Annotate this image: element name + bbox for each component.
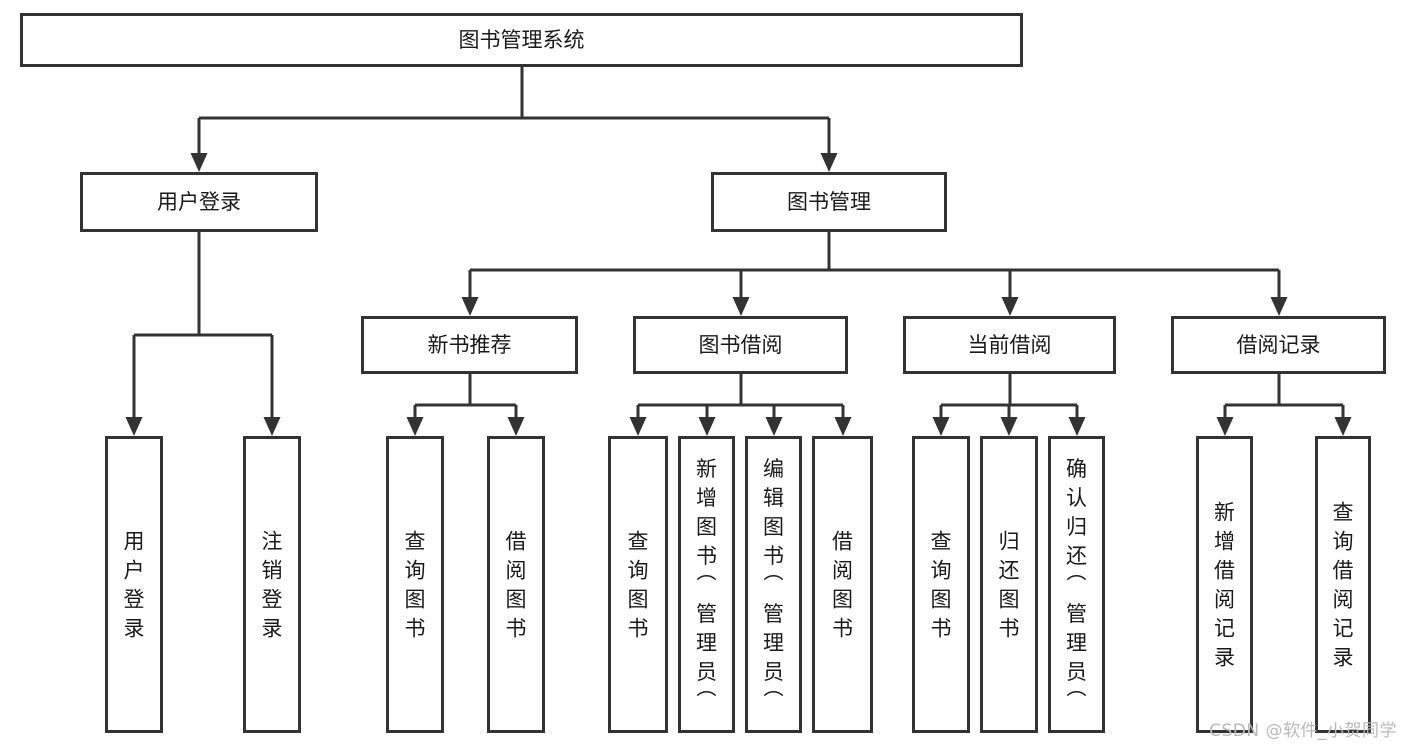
- node-label: 注销登录: [262, 530, 283, 641]
- node-box: [80, 172, 318, 232]
- node-label: 图书借阅: [699, 333, 783, 357]
- node-label: 用户登录: [157, 190, 241, 214]
- node-box: [711, 172, 947, 232]
- node-box: [980, 436, 1038, 733]
- node-box: [812, 436, 873, 733]
- connector-layer: [125, 67, 1352, 436]
- node-box: [105, 436, 163, 733]
- node-box: [903, 316, 1116, 374]
- node-label: 新增图书⌒管理员⌒: [696, 457, 717, 713]
- node-leaf-cur-3[interactable]: 确认归还⌒管理员⌒: [1048, 436, 1105, 733]
- node-box: [1196, 436, 1253, 733]
- node-box: [361, 316, 578, 374]
- node-leaf-login-2[interactable]: 注销登录: [243, 436, 301, 733]
- node-leaf-cur-1[interactable]: 查询图书: [912, 436, 970, 733]
- node-leaf-bor-1[interactable]: 查询图书: [608, 436, 668, 733]
- node-label: 归还图书: [999, 530, 1020, 641]
- node-login[interactable]: 用户登录: [80, 172, 318, 232]
- node-box: [1171, 316, 1386, 374]
- node-root[interactable]: 图书管理系统: [20, 13, 1023, 67]
- node-label: 查询图书: [628, 530, 649, 641]
- node-label: 查询图书: [405, 530, 426, 641]
- node-box: [1315, 436, 1371, 733]
- node-box: [20, 13, 1023, 67]
- node-leaf-new-1[interactable]: 查询图书: [386, 436, 444, 733]
- node-layer: 图书管理系统用户登录图书管理新书推荐图书借阅当前借阅借阅记录用户登录注销登录查询…: [20, 13, 1386, 733]
- node-label: 确认归还⌒管理员⌒: [1066, 457, 1087, 713]
- node-leaf-new-2[interactable]: 借阅图书: [487, 436, 545, 733]
- node-box: [678, 436, 735, 733]
- node-leaf-rec-1[interactable]: 新增借阅记录: [1196, 436, 1253, 733]
- node-borrow[interactable]: 图书借阅: [633, 316, 848, 374]
- node-box: [386, 436, 444, 733]
- node-box: [608, 436, 668, 733]
- node-label: 新增借阅记录: [1214, 501, 1235, 670]
- node-box: [745, 436, 802, 733]
- node-leaf-cur-2[interactable]: 归还图书: [980, 436, 1038, 733]
- node-label: 借阅图书: [506, 530, 527, 641]
- node-box: [633, 316, 848, 374]
- node-label: 图书管理系统: [459, 28, 585, 52]
- node-box: [243, 436, 301, 733]
- node-label: 借阅图书: [832, 530, 853, 641]
- node-leaf-bor-2[interactable]: 新增图书⌒管理员⌒: [678, 436, 735, 733]
- node-box: [912, 436, 970, 733]
- node-bookmgmt[interactable]: 图书管理: [711, 172, 947, 232]
- node-label: 查询借阅记录: [1333, 501, 1354, 670]
- node-current[interactable]: 当前借阅: [903, 316, 1116, 374]
- node-leaf-login-1[interactable]: 用户登录: [105, 436, 163, 733]
- node-label: 编辑图书⌒管理员⌒: [763, 457, 784, 713]
- node-records[interactable]: 借阅记录: [1171, 316, 1386, 374]
- node-label: 用户登录: [124, 530, 145, 641]
- node-leaf-bor-4[interactable]: 借阅图书: [812, 436, 873, 733]
- node-label: 图书管理: [787, 190, 871, 214]
- node-label: 借阅记录: [1237, 333, 1321, 357]
- node-label: 查询图书: [931, 530, 952, 641]
- node-newbook[interactable]: 新书推荐: [361, 316, 578, 374]
- node-label: 新书推荐: [428, 333, 512, 357]
- node-leaf-bor-3[interactable]: 编辑图书⌒管理员⌒: [745, 436, 802, 733]
- node-box: [1048, 436, 1105, 733]
- node-label: 当前借阅: [968, 333, 1052, 357]
- node-leaf-rec-2[interactable]: 查询借阅记录: [1315, 436, 1371, 733]
- node-box: [487, 436, 545, 733]
